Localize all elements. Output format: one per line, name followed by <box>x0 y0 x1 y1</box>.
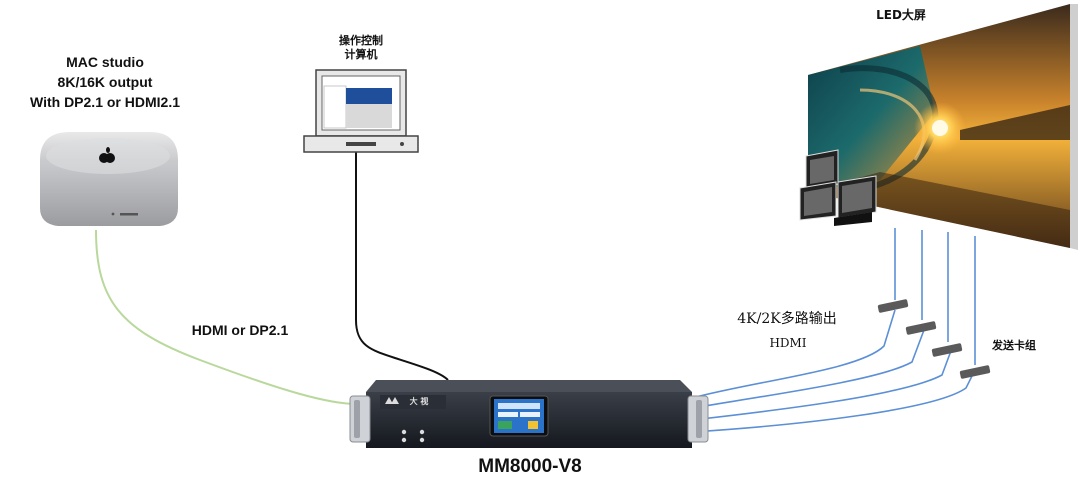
computer-label-line1: 操作控制 <box>339 34 383 47</box>
mac-label-line1: MAC studio <box>66 54 144 70</box>
control-cable <box>355 152 449 381</box>
computer-label-line2: 计算机 <box>344 48 378 61</box>
control-computer-device <box>303 69 419 153</box>
sending-cards-label: 发送卡组 <box>992 339 1036 352</box>
chassis-brand: 大 视 <box>409 397 429 406</box>
input-cable-label: HDMI or DP2.1 <box>191 322 289 338</box>
mac-label-line3: With DP2.1 or HDMI2.1 <box>29 94 180 110</box>
sending-cards <box>877 299 991 379</box>
output-label-line2: HDMI <box>769 336 807 350</box>
apple-logo-icon <box>99 147 115 163</box>
output-label-line1: 4K/2K多路输出 <box>737 311 837 327</box>
output-cables <box>691 228 976 433</box>
status-led-icon <box>419 429 425 443</box>
brand-logo-icon <box>385 397 399 404</box>
device-model-label: MM8000-V8 <box>478 456 582 477</box>
input-cable <box>95 229 361 406</box>
processor-chassis <box>349 380 709 448</box>
computer-label: 操作控制 计算机 <box>316 34 406 62</box>
mac-label: MAC studio 8K/16K output With DP2.1 or H… <box>10 52 200 112</box>
mac-label-line2: 8K/16K output <box>57 74 153 90</box>
led-cabinets <box>799 149 877 226</box>
led-title: LED大屏 <box>876 8 926 22</box>
power-led-icon <box>401 429 407 443</box>
mac-studio-device <box>40 132 178 226</box>
